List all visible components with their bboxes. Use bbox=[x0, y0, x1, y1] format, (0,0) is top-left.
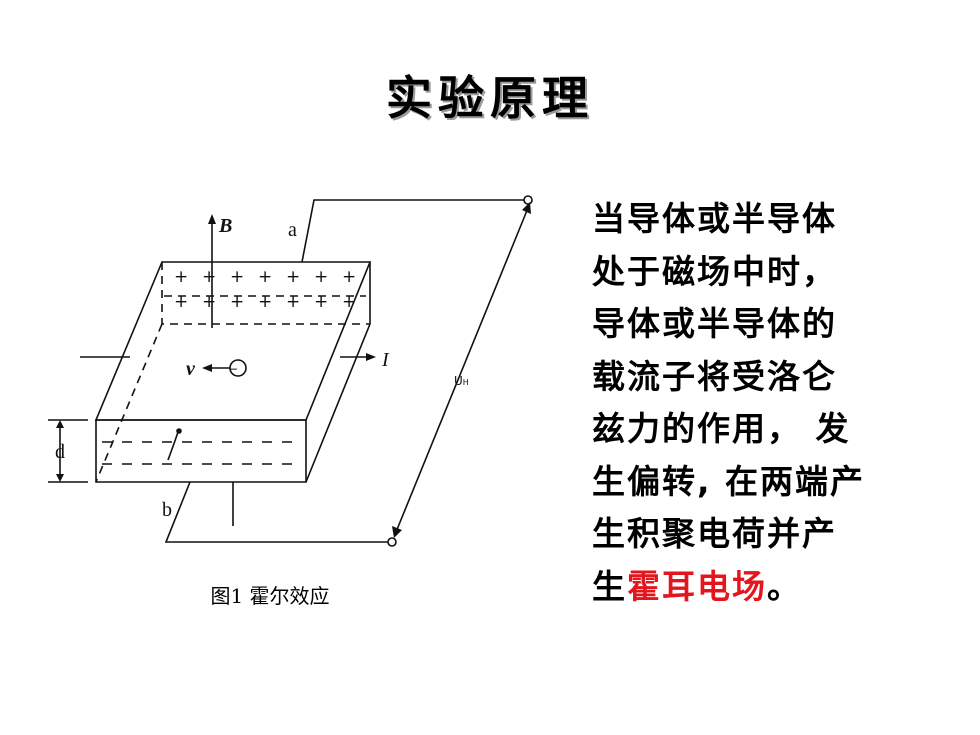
hall-effect-figure: + + + + + + + + + + + + + + B a b d v I − UH bbox=[40, 180, 546, 570]
text-line: 导体或半导体的 bbox=[592, 304, 837, 343]
text-line: 兹力的作用， 发 bbox=[592, 409, 851, 448]
svg-text:+: + bbox=[174, 292, 188, 312]
svg-text:+: + bbox=[258, 292, 272, 312]
velocity-label: v bbox=[186, 358, 196, 380]
text-line-last: 生霍耳电场。 bbox=[592, 561, 937, 614]
svg-text:+: + bbox=[174, 267, 188, 287]
wire-b bbox=[164, 481, 390, 543]
svg-text:+: + bbox=[314, 267, 328, 287]
svg-text:+: + bbox=[286, 267, 300, 287]
electron-circle bbox=[229, 359, 247, 377]
last-line-prefix: 生 bbox=[592, 566, 627, 606]
explanation-text: 当导体或半导体 处于磁场中时， 导体或半导体的 载流子将受洛仑 兹力的作用， 发… bbox=[592, 193, 937, 613]
svg-text:+: + bbox=[314, 292, 328, 312]
last-line-suffix: 。 bbox=[767, 566, 802, 606]
svg-text:+: + bbox=[286, 292, 300, 312]
electron-sign: − bbox=[228, 362, 238, 376]
electron-path bbox=[167, 431, 179, 461]
b-field-label: B bbox=[218, 215, 232, 237]
hall-voltage-label: UH bbox=[454, 374, 469, 388]
wire-b-label: b bbox=[162, 499, 172, 521]
text-line: 生积聚电荷并产 bbox=[592, 514, 837, 553]
text-line: 处于磁场中时， bbox=[592, 251, 837, 291]
thickness-label: d bbox=[55, 441, 65, 463]
figure-caption: 图1 霍尔效应 bbox=[210, 584, 330, 608]
page-title: 实验原理 bbox=[386, 71, 594, 125]
voltage-arrow-top bbox=[522, 202, 531, 214]
wire-a-label: a bbox=[288, 219, 297, 241]
svg-text:+: + bbox=[230, 292, 244, 312]
svg-text:+: + bbox=[342, 292, 356, 312]
text-line: 生偏转, 在两端产 bbox=[592, 461, 866, 501]
svg-text:+: + bbox=[230, 267, 244, 287]
svg-text:+: + bbox=[258, 267, 272, 287]
terminal-bottom bbox=[387, 537, 397, 547]
voltage-arrow-bottom bbox=[392, 526, 402, 538]
text-line: 当导体或半导体 bbox=[592, 199, 837, 238]
current-label: I bbox=[381, 349, 390, 371]
svg-text:+: + bbox=[202, 267, 216, 287]
svg-text:+: + bbox=[202, 292, 216, 312]
voltage-line bbox=[395, 207, 529, 533]
current-arrow-head bbox=[366, 353, 376, 361]
text-line: 载流子将受洛仑 bbox=[592, 356, 837, 396]
velocity-arrow-head bbox=[202, 364, 212, 372]
svg-text:+: + bbox=[342, 267, 356, 287]
terminal-top bbox=[523, 195, 533, 205]
slab-front-face bbox=[95, 419, 307, 483]
b-arrow-head bbox=[208, 214, 216, 224]
hall-field-highlight: 霍耳电场 bbox=[627, 566, 767, 606]
positive-charges: + + + + + + + + + + + + + + bbox=[174, 267, 356, 312]
hall-effect-diagram: + + + + + + + + + + + + + + B a b d v I − UH bbox=[48, 195, 533, 547]
wire-a bbox=[301, 199, 528, 263]
